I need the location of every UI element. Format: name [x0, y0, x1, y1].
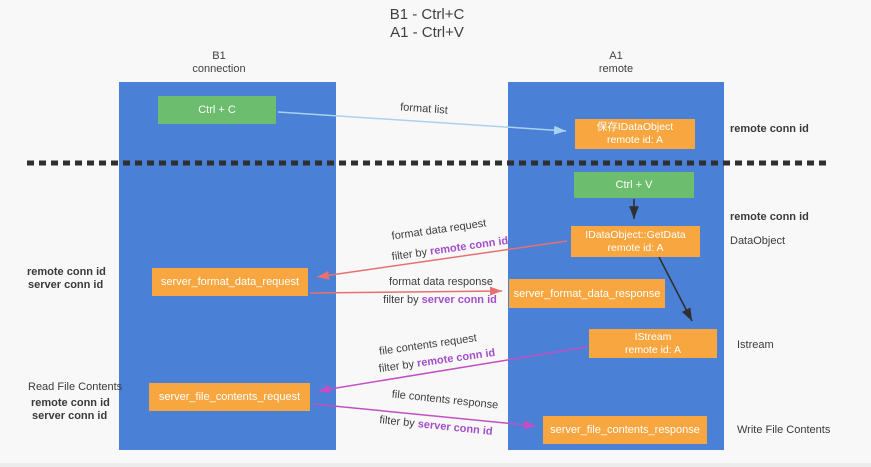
edge-label-format-data-response: format data response: [389, 276, 493, 288]
annotation-server-conn-id-left1: server conn id: [28, 279, 104, 291]
bottom-edge: [0, 463, 871, 467]
node-server-file-contents-response-label: server_file_contents_response: [550, 424, 700, 436]
node-istream-line1: IStream: [634, 330, 672, 343]
lane-b1-role: connection: [192, 63, 246, 75]
filter-by-text: filter by: [383, 294, 422, 306]
title-line-1: B1 - Ctrl+C: [389, 6, 465, 23]
edge-label-filter-server-2: filter by server conn id: [379, 414, 493, 438]
edge-label-file-contents-response: file contents response: [391, 388, 499, 412]
node-getdata-line1: IDataObject::GetData: [585, 228, 686, 241]
node-server-file-contents-response: server_file_contents_response: [543, 416, 707, 444]
server-conn-id-text: server conn id: [421, 294, 497, 306]
annotation-dataobject: DataObject: [730, 235, 786, 247]
edge-label-filter-server-1: filter by server conn id: [383, 294, 497, 306]
node-istream-line2: remote id: A: [624, 343, 682, 356]
title-line-2: A1 - Ctrl+V: [390, 24, 464, 41]
node-ctrl-v-label: Ctrl + V: [615, 179, 653, 191]
server-conn-id-text: server conn id: [417, 418, 494, 438]
node-getdata-line2: remote id: A: [607, 241, 664, 254]
annotation-remote-conn-id-mid: remote conn id: [730, 211, 809, 223]
node-ctrl-v: Ctrl + V: [574, 172, 694, 198]
node-ctrl-c-label: Ctrl + C: [198, 104, 236, 116]
filter-by-text: filter by: [378, 414, 419, 431]
filter-by-text: filter by: [391, 245, 431, 264]
annotation-server-conn-id-left2: server conn id: [32, 410, 108, 422]
lane-header-b1: B1 connection: [192, 50, 245, 76]
annotation-remote-conn-id-left2: remote conn id: [31, 397, 110, 409]
edge-label-format-list: format list: [399, 101, 449, 117]
node-server-file-contents-request-label: server_file_contents_request: [158, 391, 301, 403]
lane-b1-name: B1: [212, 50, 226, 62]
node-save-idataobject: 保存IDataObject remote id: A: [575, 119, 695, 149]
format-data-response-arrow: [309, 286, 503, 296]
annotation-remote-conn-id-top: remote conn id: [730, 123, 809, 135]
annotation-write-file-contents: Write File Contents: [737, 424, 831, 436]
lane-a1-name: A1: [609, 50, 623, 62]
node-server-file-contents-request: server_file_contents_request: [149, 383, 310, 411]
node-save-idataobject-line1: 保存IDataObject: [596, 121, 674, 133]
annotation-remote-conn-id-left1: remote conn id: [27, 266, 106, 278]
remote-conn-id-text: remote conn id: [429, 234, 509, 258]
node-idataobject-getdata: IDataObject::GetData remote id: A: [571, 226, 700, 257]
node-server-format-data-response: server_format_data_response: [509, 279, 665, 308]
node-server-format-data-request: server_format_data_request: [152, 268, 308, 296]
lane-a1-role: remote: [598, 63, 634, 75]
filter-by-text: filter by: [378, 357, 418, 376]
node-server-format-data-request-label: server_format_data_request: [160, 276, 300, 288]
node-ctrl-c: Ctrl + C: [158, 96, 276, 124]
lane-header-a1: A1 remote: [599, 50, 633, 76]
node-server-format-data-response-label: server_format_data_response: [513, 287, 661, 300]
diagram-title: B1 - Ctrl+C A1 - Ctrl+V: [390, 6, 465, 42]
node-save-idataobject-line2: remote id: A: [606, 134, 664, 146]
node-istream: IStream remote id: A: [589, 329, 717, 358]
annotation-istream: Istream: [737, 339, 774, 351]
annotation-read-file-contents: Read File Contents: [28, 381, 123, 393]
